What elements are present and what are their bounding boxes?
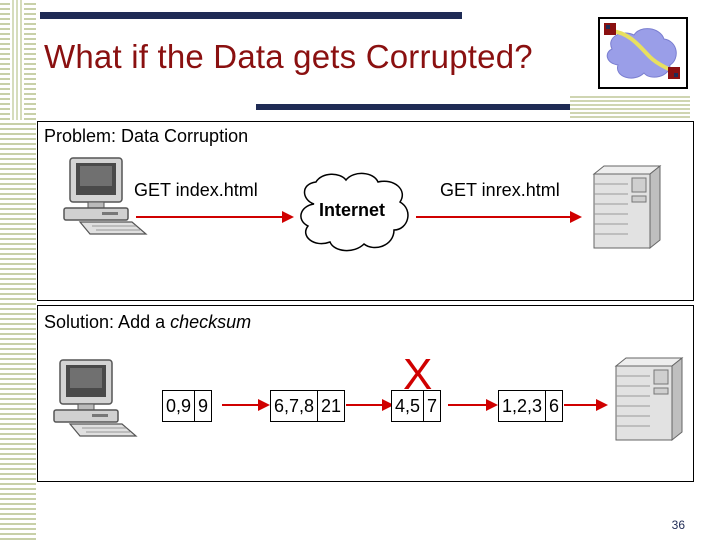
server-tower-icon [612, 356, 688, 442]
packet-arrow [564, 398, 608, 412]
packet-data: 4,5 [395, 396, 421, 416]
packet-arrow [346, 398, 394, 412]
solution-heading-emphasis: checksum [170, 312, 252, 332]
server-tower-icon [590, 164, 666, 250]
packet-checksum: 21 [317, 391, 344, 421]
title-underline-bar [256, 104, 690, 110]
packet-data: 1,2,3 [502, 396, 543, 416]
packet: 1,2,3 6 [498, 390, 564, 422]
packet-checksum: 6 [545, 391, 562, 421]
packet-arrow [222, 398, 270, 412]
packet: 0,9 9 [162, 390, 213, 422]
packet: 4,5 7 [391, 390, 442, 422]
packet-checksum: 9 [194, 391, 211, 421]
packet-data: 0,9 [166, 396, 192, 416]
header-stripe-decoration [570, 94, 690, 118]
request-sent-arrow [136, 210, 294, 224]
solution-panel [37, 305, 694, 482]
internet-cloud-icon [294, 170, 418, 256]
packet-arrow [448, 398, 498, 412]
request-received-arrow [416, 210, 582, 224]
request-received-label: GET inrex.html [440, 180, 560, 200]
internet-cloud-label: Internet [319, 200, 386, 220]
slide-title: What if the Data gets Corrupted? [44, 38, 533, 75]
problem-heading: Problem: Data Corruption [44, 126, 249, 146]
desktop-computer-icon [60, 156, 152, 238]
request-sent-label: GET index.html [134, 180, 258, 200]
solution-heading: Solution: Add a checksum [44, 312, 251, 333]
packet-data: 6,7,8 [274, 396, 315, 416]
solution-heading-prefix: Solution: Add a [44, 312, 171, 332]
packet: 6,7,8 21 [270, 390, 346, 422]
desktop-computer-icon [50, 358, 142, 440]
network-logo-icon [598, 17, 688, 89]
top-bar [40, 12, 462, 19]
page-number: 36 [671, 518, 685, 532]
left-stripe-accent [10, 0, 24, 120]
packet-checksum: 7 [423, 391, 440, 421]
